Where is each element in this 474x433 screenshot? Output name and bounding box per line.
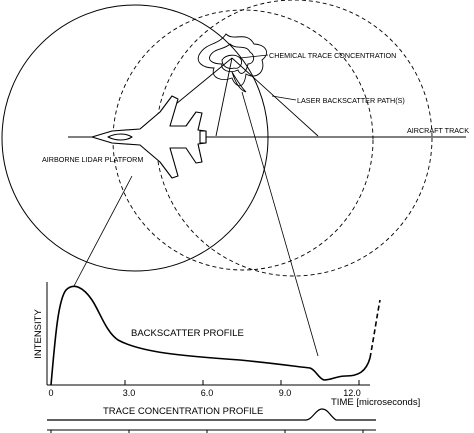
plume-contour-outer (197, 33, 267, 87)
plume-contour-inner (221, 54, 243, 69)
tick-label-0: 0 (48, 388, 53, 398)
chemical-trace-label: CHEMICAL TRACE CONCENTRATION (269, 51, 396, 60)
engine-nozzle (199, 130, 207, 144)
tick-label-3: 3.0 (123, 388, 136, 398)
trace-profile: TRACE CONCENTRATION PROFILE (47, 406, 376, 433)
aircraft-track-label: AIRCRAFT TRACK (407, 126, 469, 135)
trace-profile-label: TRACE CONCENTRATION PROFILE (103, 406, 263, 417)
profile-zoom-line-left (73, 175, 133, 287)
backscatter-curve (50, 285, 371, 386)
chemical-leader (239, 54, 269, 59)
lidar-platform-label: AIRBORNE LIDAR PLATFORM (42, 155, 143, 164)
laser-leader (271, 95, 297, 101)
dashed-range-circle-2 (155, 0, 433, 277)
tick-label-12: 12.0 (343, 388, 361, 398)
diagram-labels: CHEMICAL TRACE CONCENTRATION LASER BACKS… (42, 51, 469, 164)
solid-range-circle (1, 4, 269, 272)
laser-path-line-2 (231, 57, 319, 137)
plume-contour-middle (209, 43, 255, 74)
chemical-plume (197, 33, 267, 93)
aircraft-silhouette (91, 95, 207, 179)
tick-labels: 0 3.0 6.0 9.0 12.0 (48, 388, 360, 398)
leader-lines (73, 54, 319, 357)
plume-tail-contour (231, 71, 247, 93)
profile-zoom-line-right (241, 91, 319, 357)
trace-concentration-curve (47, 408, 376, 421)
laser-path-line-3 (215, 57, 233, 137)
time-axis-label: TIME [microseconds] (331, 397, 420, 408)
laser-path-label: LASER BACKSCATTER PATH(S) (297, 96, 405, 105)
time-ticks (124, 380, 360, 385)
tick-label-6: 6.0 (201, 388, 214, 398)
backscatter-graph: 0 3.0 6.0 9.0 12.0 INTENSITY BACKSCATTER… (33, 282, 420, 408)
intensity-axis-label: INTENSITY (33, 309, 44, 359)
backscatter-curve-dashed (369, 299, 381, 359)
backscatter-profile-label: BACKSCATTER PROFILE (131, 328, 244, 339)
tick-label-9: 9.0 (279, 388, 292, 398)
cockpit-canopy (107, 133, 133, 141)
